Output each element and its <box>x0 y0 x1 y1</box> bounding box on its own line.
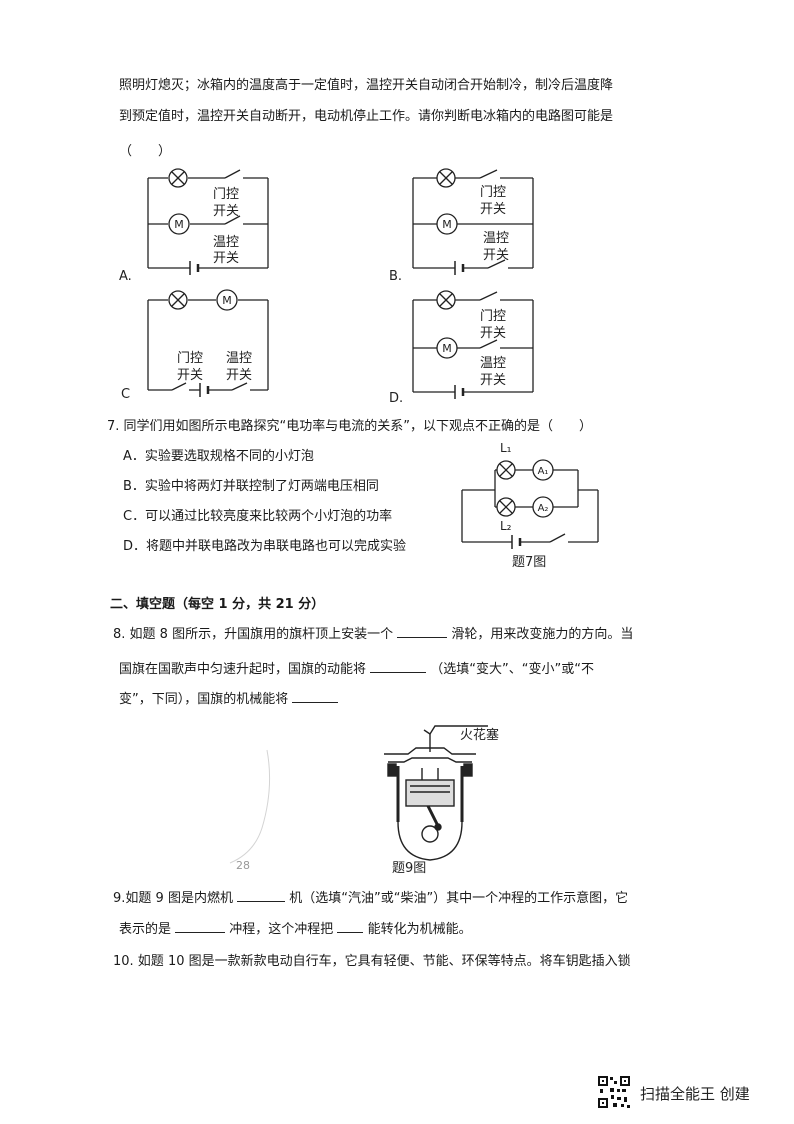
lamp-l1-label: L₁ <box>500 441 512 455</box>
c-temp-label-2: 开关 <box>226 368 252 383</box>
qr-code-icon <box>597 1075 631 1109</box>
q8-line-2-b: （选填“变大”、“变小”或“不 <box>430 662 594 677</box>
b-door-label-1: 门控 <box>480 185 506 200</box>
lamp-l2-label: L₂ <box>500 519 512 533</box>
q7-circuit-figure: A₁ A₂ L₁ L₂ 题7图 <box>461 441 599 570</box>
circuit-a <box>147 169 269 269</box>
option-d-letter: D. <box>389 391 403 406</box>
d-door-label-2: 开关 <box>480 326 506 341</box>
c-temp-label-1: 温控 <box>226 351 252 366</box>
q7-stem: 7. 同学们用如图所示电路探究“电功率与电流的关系”，以下观点不正确的是（ ） <box>107 419 593 434</box>
q9-figure-caption: 题9图 <box>392 861 426 876</box>
q6-circuit-diagrams: M M M M 门控 开关 温控 开关 门控 开关 温控 开关 门控 开关 温控… <box>119 168 534 406</box>
c-door-label-2: 开关 <box>177 368 203 383</box>
motor-symbol-c: M <box>222 294 232 307</box>
q9-blank-3[interactable] <box>337 920 364 933</box>
d-door-label-1: 门控 <box>480 309 506 324</box>
motor-symbol-a: M <box>174 218 184 231</box>
q7-option-a: A．实验要选取规格不同的小灯泡 <box>123 449 314 464</box>
q8-blank-3[interactable] <box>292 690 339 703</box>
q9-line-1-b: 机（选填“汽油”或“柴油”）其中一个冲程的工作示意图，它 <box>289 891 629 906</box>
q8-blank-2[interactable] <box>370 660 427 673</box>
q9-engine-figure: 火花塞 题9图 <box>384 725 499 876</box>
circuit-b <box>412 169 534 269</box>
q9-line-2-b: 冲程，这个冲程把 <box>229 922 334 937</box>
q9-blank-2[interactable] <box>175 920 226 933</box>
a-door-label-1: 门控 <box>213 187 239 202</box>
q9-line-2-a: 表示的是 <box>119 922 172 937</box>
option-a-letter: A. <box>119 269 132 284</box>
b-temp-label-2: 开关 <box>483 248 509 263</box>
q8-line-2-a: 国旗在国歌声中匀速升起时，国旗的动能将 <box>119 662 367 677</box>
circuit-d <box>412 291 534 393</box>
a-temp-label-2: 开关 <box>213 251 239 266</box>
a-temp-label-1: 温控 <box>213 235 239 250</box>
q7-figure-caption: 题7图 <box>512 555 546 570</box>
q7-option-c: C．可以通过比较亮度来比较两个小灯泡的功率 <box>123 509 393 524</box>
d-temp-label-1: 温控 <box>480 356 506 371</box>
answer-paren: （ ） <box>119 144 172 159</box>
motor-symbol-d: M <box>442 342 452 355</box>
q8-line-2: 国旗在国歌声中匀速升起时，国旗的动能将 （选填“变大”、“变小”或“不 <box>119 660 594 679</box>
b-door-label-2: 开关 <box>480 202 506 217</box>
circuit-c <box>147 299 269 391</box>
intro-line-2: 到预定值时，温控开关自动断开，电动机停止工作。请你判断电冰箱内的电路图可能是 <box>119 109 614 124</box>
section-2-title: 二、填空题（每空 1 分，共 21 分） <box>110 597 325 612</box>
motor-symbol-b: M <box>442 218 452 231</box>
intro-line-1: 照明灯熄灭；冰箱内的温度高于一定值时，温控开关自动闭合开始制冷，制冷后温度降 <box>119 78 614 93</box>
q9-line-1-a: 9.如题 9 图是内燃机 <box>113 891 233 906</box>
a-door-label-2: 开关 <box>213 204 239 219</box>
q8-line-1-a: 8. 如题 8 图所示，升国旗用的旗杆顶上安装一个 <box>113 627 394 642</box>
q8-blank-1[interactable] <box>397 625 448 638</box>
b-temp-label-1: 温控 <box>483 231 509 246</box>
q9-line-2-c: 能转化为机械能。 <box>367 922 472 937</box>
q9-line-1: 9.如题 9 图是内燃机 机（选填“汽油”或“柴油”）其中一个冲程的工作示意图，… <box>113 889 628 908</box>
q7-option-b: B．实验中将两灯并联控制了灯两端电压相同 <box>123 479 379 494</box>
q8-line-3: 变”，下同），国旗的机械能将 <box>119 690 339 709</box>
q8-line-1: 8. 如题 8 图所示，升国旗用的旗杆顶上安装一个 滑轮，用来改变施力的方向。当 <box>113 625 633 644</box>
option-b-letter: B. <box>389 269 402 284</box>
q10-line-1: 10. 如题 10 图是一款新款电动自行车，它具有轻便、节能、环保等特点。将车钥… <box>113 954 631 969</box>
q7-option-d: D．将题中并联电路改为串联电路也可以完成实验 <box>123 539 407 554</box>
ammeter-a2-label: A₂ <box>538 503 549 514</box>
c-door-label-1: 门控 <box>177 351 203 366</box>
q8-line-1-b: 滑轮，用来改变施力的方向。当 <box>451 627 634 642</box>
q9-line-2: 表示的是 冲程，这个冲程把 能转化为机械能。 <box>119 920 472 939</box>
spark-plug-label: 火花塞 <box>460 727 499 743</box>
q9-blank-1[interactable] <box>237 889 286 902</box>
option-c-letter: C <box>121 387 130 402</box>
ammeter-a1-label: A₁ <box>538 466 549 477</box>
d-temp-label-2: 开关 <box>480 373 506 388</box>
faint-figure-number: 28 <box>236 859 250 872</box>
q8-line-3-a: 变”，下同），国旗的机械能将 <box>119 692 289 707</box>
faint-figure-trace <box>229 749 271 864</box>
watermark-text: 扫描全能王 创建 <box>640 1085 750 1103</box>
